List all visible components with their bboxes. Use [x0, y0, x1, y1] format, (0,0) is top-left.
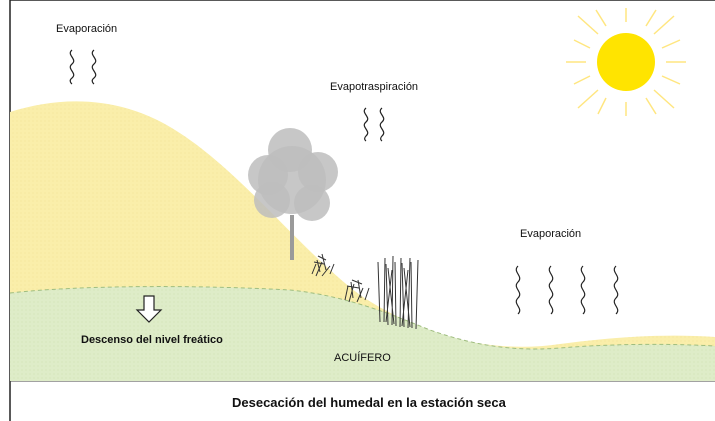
label-evapotranspiration: Evapotraspiración	[330, 81, 419, 93]
sun-icon	[566, 8, 686, 116]
label-water-table-drop: Descenso del nivel freático	[81, 334, 223, 346]
vapor-icon-right-4	[613, 265, 619, 315]
shrub-icon	[311, 253, 370, 303]
vapor-icon-left-1	[69, 49, 75, 85]
arrow-down-icon	[135, 295, 163, 323]
tree-icon	[248, 128, 338, 260]
vapor-icon-mid-2	[379, 107, 385, 142]
vapor-icon-left-2	[91, 49, 97, 85]
vapor-icon-right-3	[580, 265, 586, 315]
vapor-icon-right-1	[515, 265, 521, 315]
water-table-line	[9, 286, 715, 350]
vapor-icon-mid-1	[363, 107, 369, 142]
label-evaporation-right: Evaporación	[520, 228, 582, 240]
diagram-caption: Desecación del humedal en la estación se…	[232, 395, 506, 410]
label-evaporation-left: Evaporación	[56, 23, 118, 35]
vapor-icon-right-2	[548, 265, 554, 315]
label-aquifer: ACUÍFERO	[334, 352, 391, 364]
reeds-icon	[377, 255, 419, 330]
